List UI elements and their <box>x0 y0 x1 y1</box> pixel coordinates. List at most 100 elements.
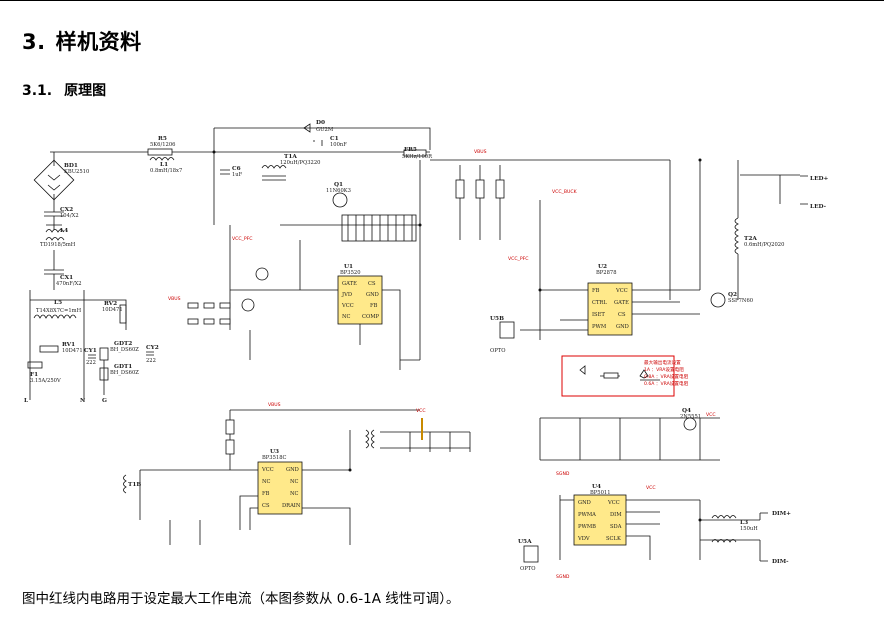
u2-pin-fb: FB <box>592 288 600 294</box>
cx1-label: CX1 <box>60 275 73 281</box>
neutral-terminal: N <box>80 398 86 404</box>
dim-minus-terminal: DIM- <box>772 559 789 565</box>
rv1-label: RV1 <box>62 342 75 348</box>
u1-pin-comp: COMP <box>362 314 380 320</box>
rv2-label: RV2 <box>104 301 117 307</box>
u2-pin-gnd: GND <box>616 324 629 330</box>
q4-value: 2N5551 <box>680 414 701 420</box>
vbus-label: VBUS <box>168 296 181 302</box>
t1b-label: T1B <box>128 482 141 488</box>
u1-pin-cs: CS <box>368 281 376 287</box>
u4-pin-dim: DIM <box>610 512 622 518</box>
u1-pin-vcc: VCC <box>341 303 354 309</box>
gdt1-value: BH_DS60Z <box>110 370 139 376</box>
u4-pin-vcc: VCC <box>607 500 620 506</box>
u1-label: U1 <box>344 264 353 270</box>
u2-label: U2 <box>598 264 607 270</box>
l1-label: L1 <box>160 162 168 168</box>
u3-pin-gnd: GND <box>286 467 299 473</box>
u2-pin-gate: GATE <box>614 300 629 306</box>
t1a-value: 120uH/PQ3220 <box>280 160 320 166</box>
red-note-title: 最大输出电流设置 <box>644 359 681 366</box>
fr5-label: FR5 <box>404 147 417 153</box>
rv2-value: 10D471 <box>102 307 123 313</box>
vcc-pfc-label-2: VCC_PFC <box>508 256 528 262</box>
l4-label: L4 <box>60 228 68 234</box>
vbus-label-2: VBUS <box>474 149 487 155</box>
cy1-label: CY1 <box>84 348 97 354</box>
section-title: 样机资料 <box>55 30 142 54</box>
f1-label: F1 <box>30 372 38 378</box>
cx1-value: 470nF/X2 <box>56 281 82 287</box>
t1a-label: T1A <box>284 154 297 160</box>
dim-stage: U4 BP5011 GND VCC PWMA DIM PWMB SDA VDV … <box>518 484 791 580</box>
vcc-label-3: VCC <box>646 485 656 491</box>
u2-pin-pwm: PWM <box>592 324 607 330</box>
u4-value: BP5011 <box>590 490 611 496</box>
u3-pin-nc3: NC <box>290 491 299 497</box>
u5b-label: U5B <box>490 316 504 322</box>
u1-pin-fb: FB <box>370 303 378 309</box>
u2-pin-cs: CS <box>618 312 626 318</box>
bd1-value: KBU2510 <box>64 169 89 175</box>
l5-label: L5 <box>54 300 62 306</box>
line-terminal: L <box>24 398 28 404</box>
cy2-label: CY2 <box>146 345 159 351</box>
cy1-value: 222 <box>86 360 96 366</box>
c1-label: C1 <box>330 136 339 142</box>
vbus-label-3: VBUS <box>268 402 281 408</box>
l5-value: T14X8X7C=1mH <box>36 308 82 314</box>
u1-pin-nc: NC <box>342 314 351 320</box>
u3-pin-vcc: VCC <box>261 467 274 473</box>
q1-value: 11N60K3 <box>326 188 351 194</box>
subsection-heading: 3.1. 原理图 <box>22 80 106 100</box>
l4-value: TD1918/5mH <box>40 242 76 248</box>
cx2-value: 104/X2 <box>60 213 79 219</box>
u1-pin-jvd: JVD <box>341 292 352 298</box>
red-note-0-6a: 0.6A ：VRA设置电阻 <box>644 380 689 387</box>
sgnd-label-2: SGND <box>556 574 570 580</box>
gdt2-label: GDT2 <box>114 341 132 347</box>
c6-label: C6 <box>232 166 241 172</box>
t2a-label: T2A <box>744 236 757 242</box>
q2-label: Q2 <box>728 292 737 298</box>
t2a-value: 0.6mH/PQ2020 <box>744 242 784 248</box>
u3-pin-nc2: NC <box>290 479 299 485</box>
rv1-value: 10D471 <box>62 348 83 354</box>
red-note-1a: 1A ：VRA设置电阻 <box>644 366 684 373</box>
led-plus-terminal: LED+ <box>810 176 829 182</box>
c6-value: 1uF <box>232 172 243 178</box>
vcc-pfc-label: VCC_PFC <box>232 236 252 242</box>
sgnd-label: SGND <box>556 471 570 477</box>
subsection-number: 3.1. <box>22 83 53 99</box>
l1-value: 0.8mH/18x7 <box>150 168 182 174</box>
header-rule <box>0 0 884 1</box>
q2-value: SSF7N60 <box>728 298 753 304</box>
vcc-label-2: VCC <box>706 412 716 418</box>
u4-pin-pwma: PWMA <box>578 512 596 518</box>
vcc-label: VCC <box>416 408 426 414</box>
u3-pin-drain: DRAIN <box>282 503 301 509</box>
l3-label: L3 <box>740 520 748 526</box>
u4-pin-sda: SDA <box>610 524 622 530</box>
c1-value: 100nF <box>330 142 347 148</box>
r5-label: R5 <box>158 136 167 142</box>
vcc-regulator-stage: Q4 2N5551 VCC SGND <box>539 408 720 477</box>
u3-value: BP3518C <box>262 455 287 461</box>
cx2-label: CX2 <box>60 207 73 213</box>
u4-pin-gnd: GND <box>578 500 591 506</box>
vcc-buck-label: VCC_BUCK <box>552 189 578 195</box>
u4-pin-pwmb: PWMB <box>578 524 596 530</box>
f1-value: 3.15A/250V <box>30 378 61 384</box>
bd1-label: BD1 <box>64 163 78 169</box>
subsection-title: 原理图 <box>64 83 107 99</box>
cy2-value: 222 <box>146 358 156 364</box>
red-note-0-8a: 0.8A ：VRA设置电阻 <box>644 373 689 380</box>
u1-pin-gate: GATE <box>342 281 357 287</box>
u1-pin-gnd: GND <box>366 292 379 298</box>
d0-value: GU2M <box>316 127 334 133</box>
u3-pin-cs: CS <box>262 503 270 509</box>
u3-pin-nc1: NC <box>262 479 271 485</box>
u2-pin-vcc: VCC <box>615 288 628 294</box>
